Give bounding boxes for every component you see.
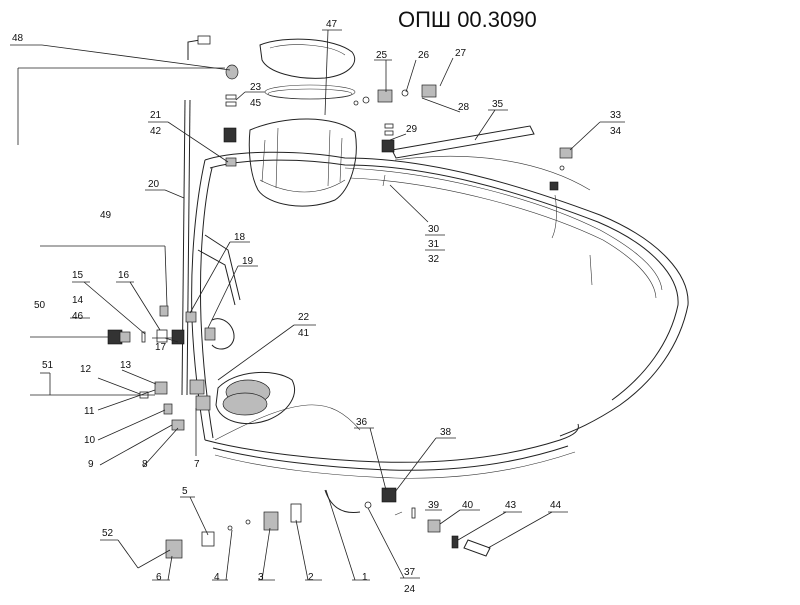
label-19: 19 <box>242 256 254 267</box>
label-44: 44 <box>550 500 562 511</box>
label-28: 28 <box>458 102 470 113</box>
bottom-hose-assembly <box>165 487 491 559</box>
label-9: 9 <box>88 459 94 470</box>
label-45: 45 <box>250 98 262 109</box>
label-50: 50 <box>34 300 46 311</box>
right-fitting-33 <box>549 147 573 191</box>
label-2: 2 <box>308 572 314 583</box>
label-48: 48 <box>12 33 24 44</box>
label-26: 26 <box>418 50 430 61</box>
label-40: 40 <box>462 500 474 511</box>
label-49: 49 <box>100 210 112 221</box>
label-11: 11 <box>84 406 95 417</box>
label-10: 10 <box>84 435 96 446</box>
label-46: 46 <box>72 311 84 322</box>
label-3: 3 <box>258 572 264 583</box>
label-25: 25 <box>376 50 388 61</box>
label-27: 27 <box>455 48 467 59</box>
label-20: 20 <box>148 179 160 190</box>
label-14: 14 <box>72 295 84 306</box>
lid <box>259 38 356 100</box>
tube-20 <box>181 35 211 396</box>
right-top-fittings <box>353 84 437 187</box>
label-4: 4 <box>214 572 220 583</box>
label-6: 6 <box>156 572 162 583</box>
leader-lines <box>10 29 625 581</box>
label-17: 17 <box>155 342 167 353</box>
label-42: 42 <box>150 126 162 137</box>
label-32: 32 <box>428 254 440 265</box>
label-1: 1 <box>362 572 368 583</box>
label-5: 5 <box>182 486 188 497</box>
left-valve-group <box>107 305 271 431</box>
label-15: 15 <box>72 270 84 281</box>
label-43: 43 <box>505 500 517 511</box>
label-36: 36 <box>356 417 368 428</box>
label-16: 16 <box>118 270 130 281</box>
label-35: 35 <box>492 99 504 110</box>
label-12: 12 <box>80 364 92 375</box>
label-18: 18 <box>234 232 246 243</box>
label-29: 29 <box>406 124 418 135</box>
label-13: 13 <box>120 360 132 371</box>
label-33: 33 <box>610 110 622 121</box>
drawing-code: ОПШ 00.3090 <box>398 7 537 32</box>
label-38: 38 <box>440 427 452 438</box>
label-21: 21 <box>150 110 162 121</box>
position-labels: 48 47 25 26 27 28 29 23 45 21 42 20 35 3… <box>12 19 622 595</box>
label-30: 30 <box>428 224 440 235</box>
label-39: 39 <box>428 500 440 511</box>
tube-35 <box>391 125 535 159</box>
label-7: 7 <box>194 459 200 470</box>
label-52: 52 <box>102 528 114 539</box>
label-47: 47 <box>326 19 338 30</box>
label-37: 37 <box>404 567 416 578</box>
label-31: 31 <box>428 239 440 250</box>
label-23: 23 <box>250 82 262 93</box>
label-8: 8 <box>142 459 148 470</box>
label-22: 22 <box>298 312 310 323</box>
tank-body <box>191 118 689 479</box>
label-51: 51 <box>42 360 54 371</box>
label-24: 24 <box>404 584 416 595</box>
label-34: 34 <box>610 126 622 137</box>
top-fittings <box>223 64 239 167</box>
label-41: 41 <box>298 328 310 339</box>
